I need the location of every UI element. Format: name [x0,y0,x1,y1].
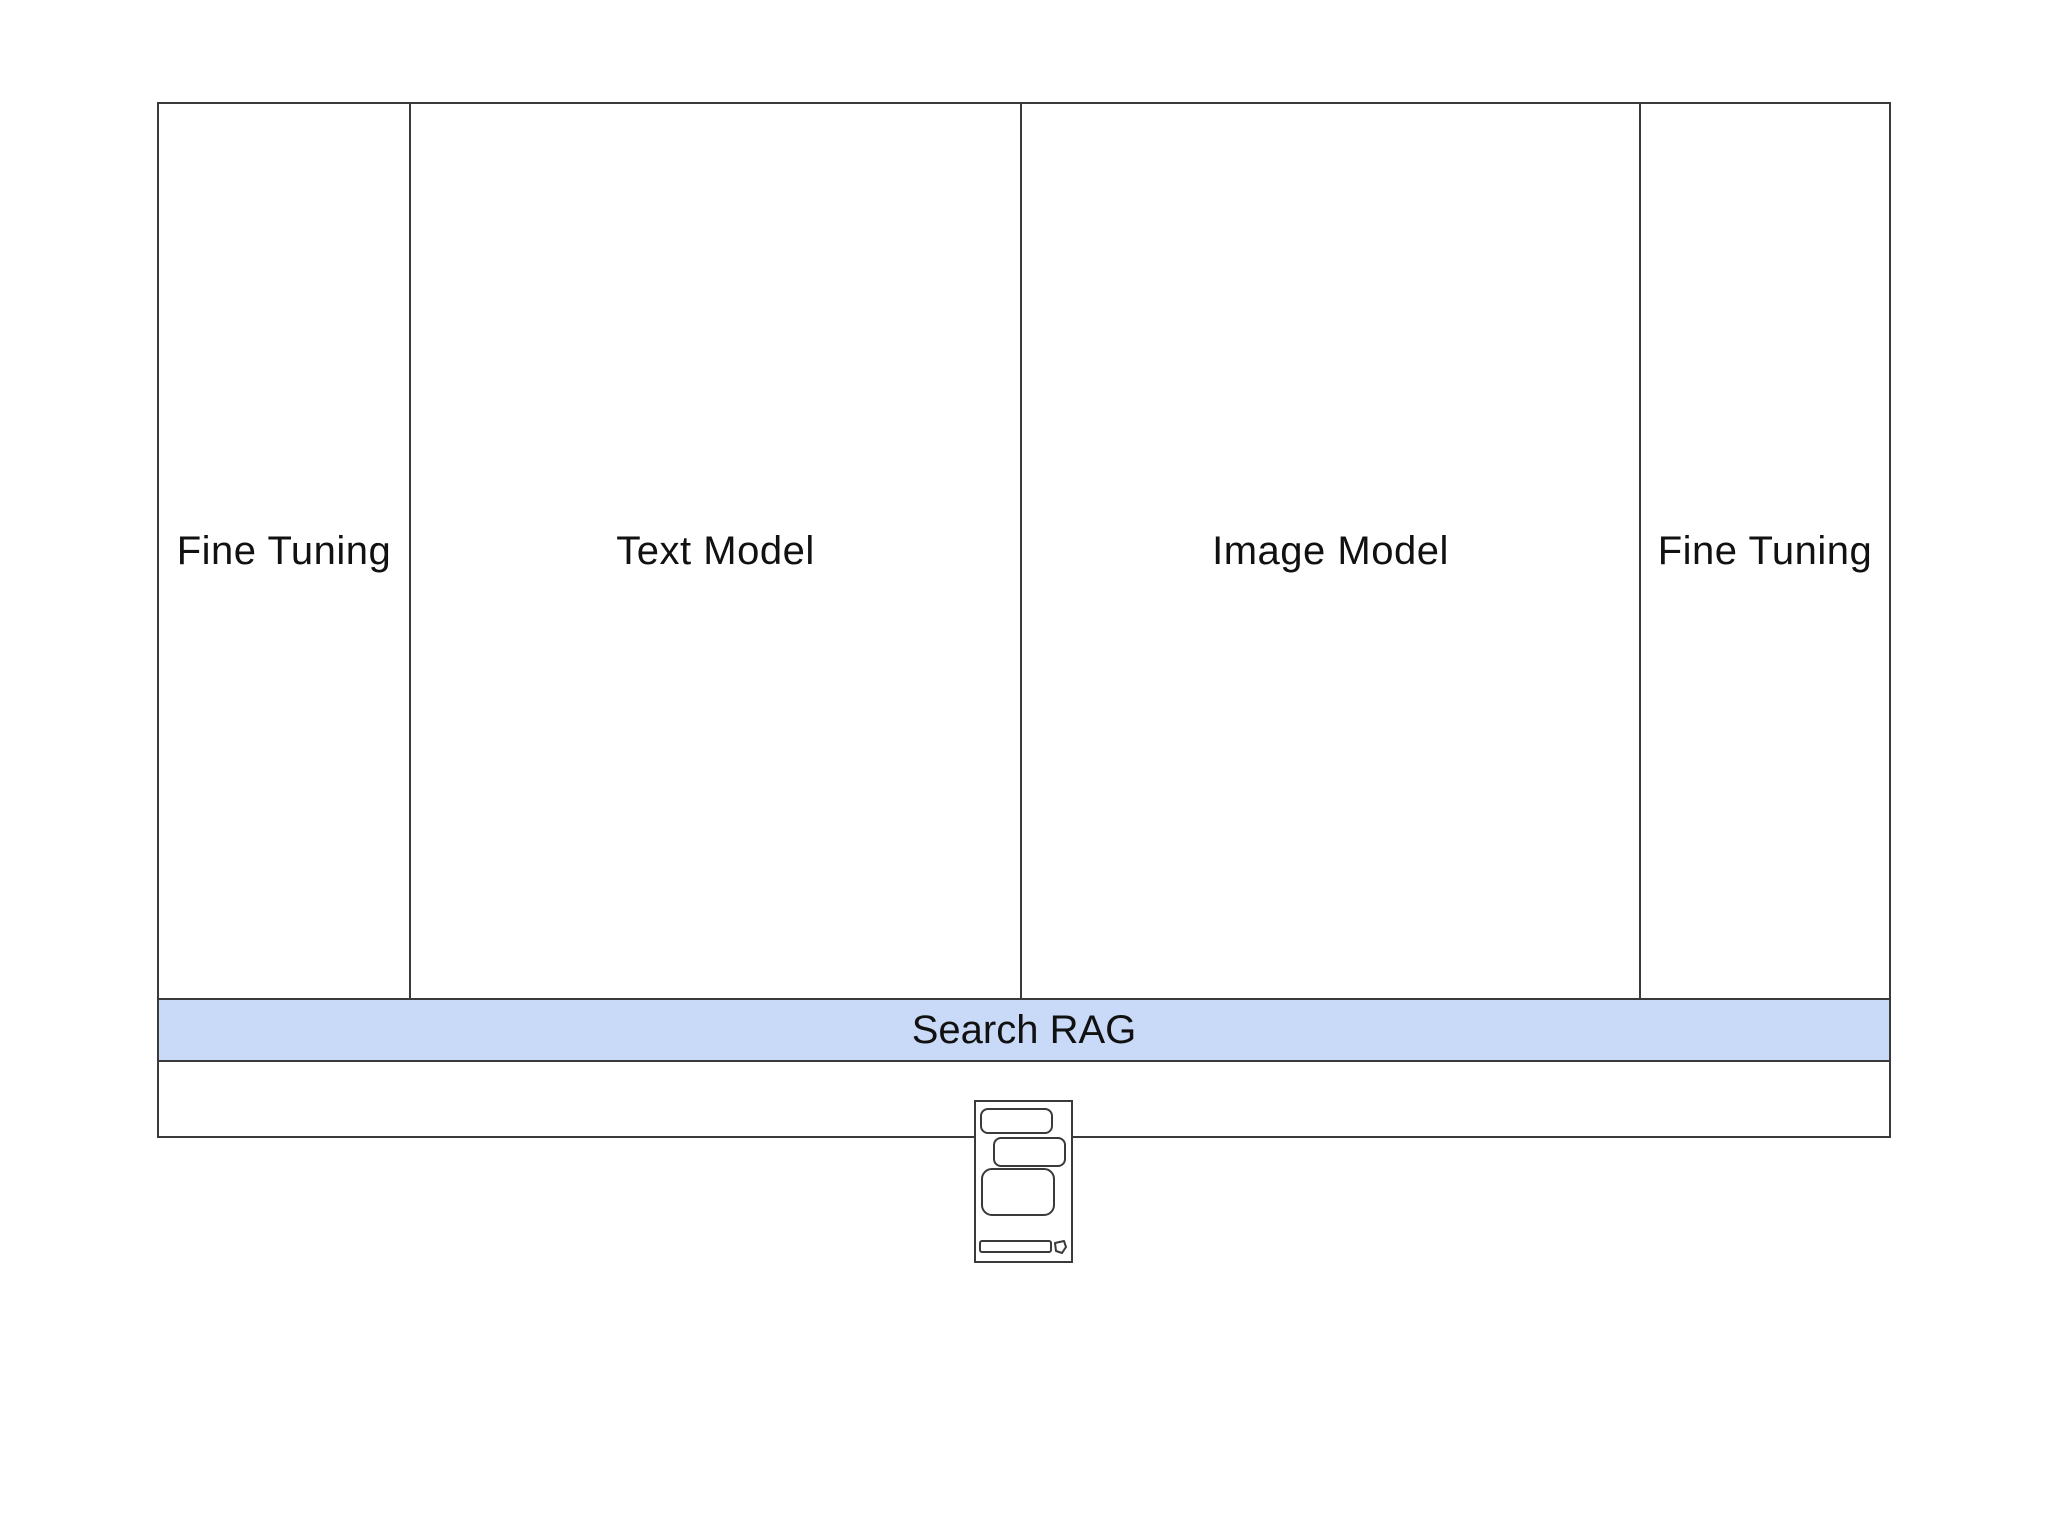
box-fine-tuning-left: Fine Tuning [159,104,411,998]
box-fine-tuning-right-label: Fine Tuning [1657,528,1873,573]
box-image-model: Image Model [1022,104,1641,998]
box-text-model-label: Text Model [616,528,815,573]
chat-bubble-3 [981,1168,1055,1216]
model-boxes-row: Fine Tuning Text Model Image Model Fine … [157,102,1891,998]
search-rag-bar: Search RAG [157,998,1891,1062]
send-button-icon [1054,1240,1067,1254]
chat-bubble-2 [993,1137,1066,1167]
search-rag-label: Search RAG [911,1007,1137,1052]
box-image-model-label: Image Model [1212,528,1449,573]
chat-app-icon [974,1100,1073,1263]
box-fine-tuning-right: Fine Tuning [1641,104,1889,998]
chat-input-bar [979,1240,1052,1253]
chat-frame [974,1100,1073,1263]
box-text-model: Text Model [411,104,1022,998]
chat-bubble-1 [980,1108,1053,1134]
box-fine-tuning-left-label: Fine Tuning [176,528,392,573]
